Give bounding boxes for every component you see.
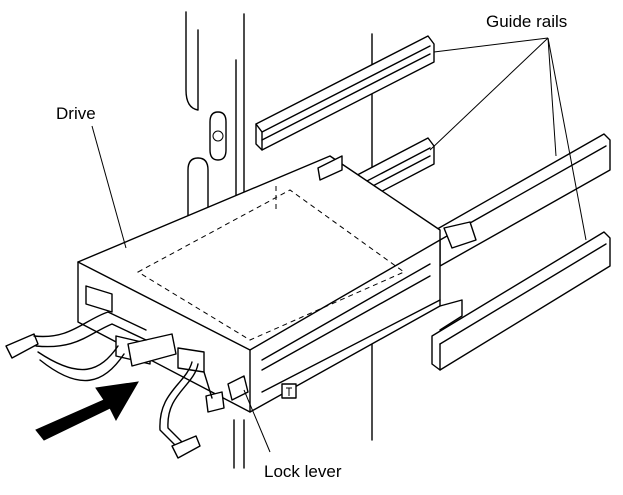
drive-body — [77, 155, 463, 413]
guide-rails-leaders — [429, 37, 587, 241]
drive-leader-line — [91, 125, 127, 249]
insert-direction-arrow — [35, 381, 139, 441]
label-guide-rails: Guide rails — [486, 12, 568, 31]
flat-cable — [5, 311, 147, 382]
power-cable — [159, 361, 213, 459]
lock-lever-leader-line — [243, 389, 271, 453]
guide-rail-right-lower — [431, 231, 611, 371]
label-lock-lever: Lock lever — [264, 462, 342, 481]
guide-rail-upper — [255, 35, 435, 151]
label-drive: Drive — [56, 104, 96, 123]
